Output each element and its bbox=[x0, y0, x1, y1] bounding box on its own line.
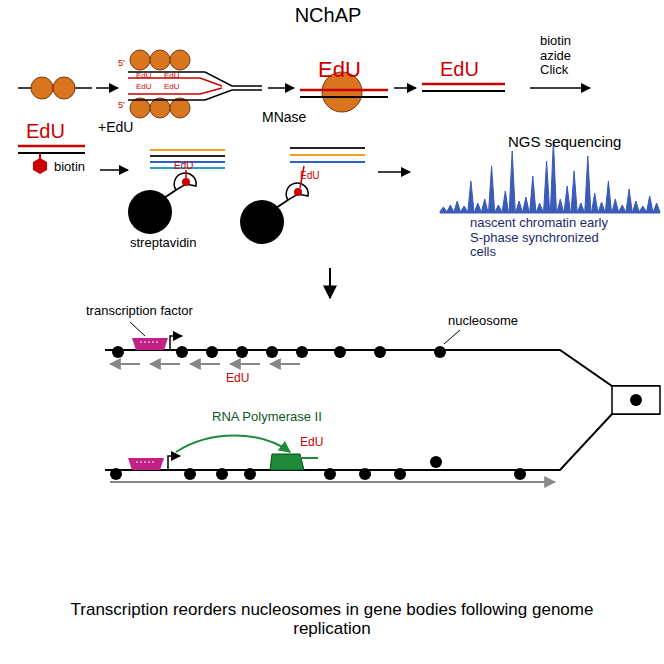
label: 5' bbox=[118, 100, 125, 110]
label: EdU bbox=[226, 372, 249, 385]
label: EdU bbox=[174, 160, 193, 171]
label: +EdU bbox=[98, 120, 133, 136]
label: EdU bbox=[136, 83, 152, 92]
label: RNA Polymerase II bbox=[212, 410, 322, 425]
label: streptavidin bbox=[130, 236, 196, 251]
label: nucleosome bbox=[448, 314, 518, 329]
figure-title: NChAP bbox=[0, 4, 660, 26]
label: MNase bbox=[262, 110, 306, 126]
label: 5' bbox=[118, 58, 125, 68]
label: EdU bbox=[164, 83, 180, 92]
label: NGS sequencing bbox=[508, 134, 621, 151]
label: nascent chromatin early S-phase synchron… bbox=[470, 216, 620, 260]
label: EdU bbox=[300, 436, 323, 449]
label: EdU bbox=[440, 58, 479, 80]
label: biotin azide Click bbox=[540, 34, 590, 78]
label: biotin bbox=[54, 160, 85, 175]
label: transcription factor bbox=[86, 304, 193, 319]
label: EdU bbox=[164, 72, 180, 81]
label: EdU bbox=[318, 58, 361, 83]
label: EdU bbox=[136, 72, 152, 81]
figure-caption: Transcription reorders nucleosomes in ge… bbox=[62, 600, 602, 638]
label: EdU bbox=[26, 120, 65, 142]
label: EdU bbox=[300, 170, 319, 181]
